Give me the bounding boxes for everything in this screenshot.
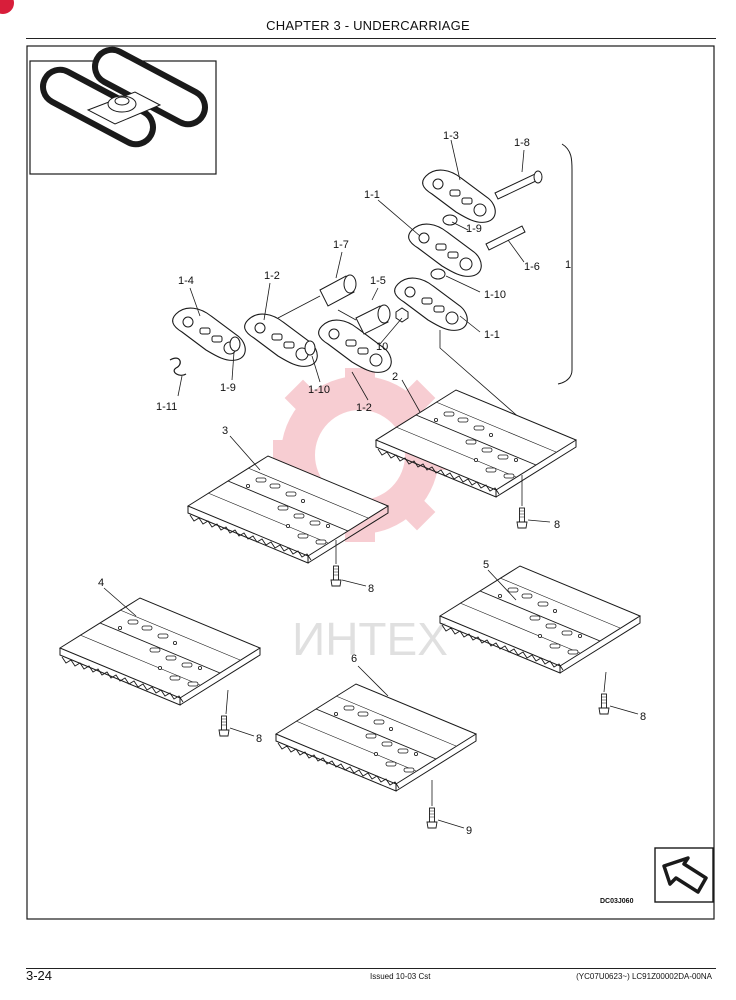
undercarriage-inset bbox=[29, 46, 217, 175]
bolt-9 bbox=[426, 807, 438, 829]
arrow-icon bbox=[654, 847, 714, 903]
footer-rule bbox=[26, 968, 716, 969]
callout-9: 9 bbox=[466, 825, 472, 837]
shoe-6 bbox=[275, 683, 477, 792]
callout-8-a: 8 bbox=[554, 519, 560, 531]
bolt-8a bbox=[516, 507, 528, 529]
corner-mark bbox=[0, 0, 14, 14]
callout-10: 10 bbox=[376, 341, 388, 353]
callout-1-2-b: 1-2 bbox=[356, 402, 372, 414]
figure-frame bbox=[26, 45, 715, 920]
callout-1-10-b: 1-10 bbox=[308, 384, 330, 396]
callout-4: 4 bbox=[98, 577, 104, 589]
bolt-8c bbox=[218, 715, 230, 737]
callout-1-4: 1-4 bbox=[178, 275, 194, 287]
callout-1-8: 1-8 bbox=[514, 137, 530, 149]
callout-2: 2 bbox=[392, 371, 398, 383]
callout-5: 5 bbox=[483, 559, 489, 571]
page-title: CHAPTER 3 - UNDERCARRIAGE bbox=[266, 18, 470, 33]
watermark-text: ИНТЕХ bbox=[292, 613, 448, 665]
figure-id: DC03J060 bbox=[600, 898, 634, 905]
callout-1-1-a: 1-1 bbox=[364, 189, 380, 201]
callout-1-9-b: 1-9 bbox=[220, 382, 236, 394]
link-assembly bbox=[169, 139, 573, 458]
callout-3: 3 bbox=[222, 425, 228, 437]
callout-8-d: 8 bbox=[640, 711, 646, 723]
shoe-3 bbox=[187, 455, 389, 564]
callout-1-6: 1-6 bbox=[524, 261, 540, 273]
page-number: 3-24 bbox=[26, 968, 53, 983]
shoe-5 bbox=[439, 565, 641, 674]
issued-date: Issued 10-03 Cst bbox=[370, 972, 431, 981]
callout-8-c: 8 bbox=[256, 733, 262, 745]
callout-1-10-a: 1-10 bbox=[484, 289, 506, 301]
callout-8-b: 8 bbox=[368, 583, 374, 595]
callout-6: 6 bbox=[351, 653, 357, 665]
callout-1-7: 1-7 bbox=[333, 239, 349, 251]
callout-1: 1 bbox=[565, 259, 571, 271]
shoe-4 bbox=[59, 597, 261, 706]
callout-1-5: 1-5 bbox=[370, 275, 386, 287]
document-code: (YC07U0623~) LC91Z00002DA-00NA bbox=[576, 972, 712, 981]
bolt-8b bbox=[330, 565, 342, 587]
bolt-8d bbox=[598, 693, 610, 715]
callout-1-1-b: 1-1 bbox=[484, 329, 500, 341]
header-rule bbox=[26, 38, 716, 39]
callout-labels: 1-3 1-8 1-1 1-9 1-7 1-6 1 1-4 1-2 1-5 1-… bbox=[98, 130, 646, 837]
callout-1-2-a: 1-2 bbox=[264, 270, 280, 282]
callout-1-3: 1-3 bbox=[443, 130, 459, 142]
callout-1-9-a: 1-9 bbox=[466, 223, 482, 235]
callout-1-11: 1-11 bbox=[156, 401, 177, 413]
